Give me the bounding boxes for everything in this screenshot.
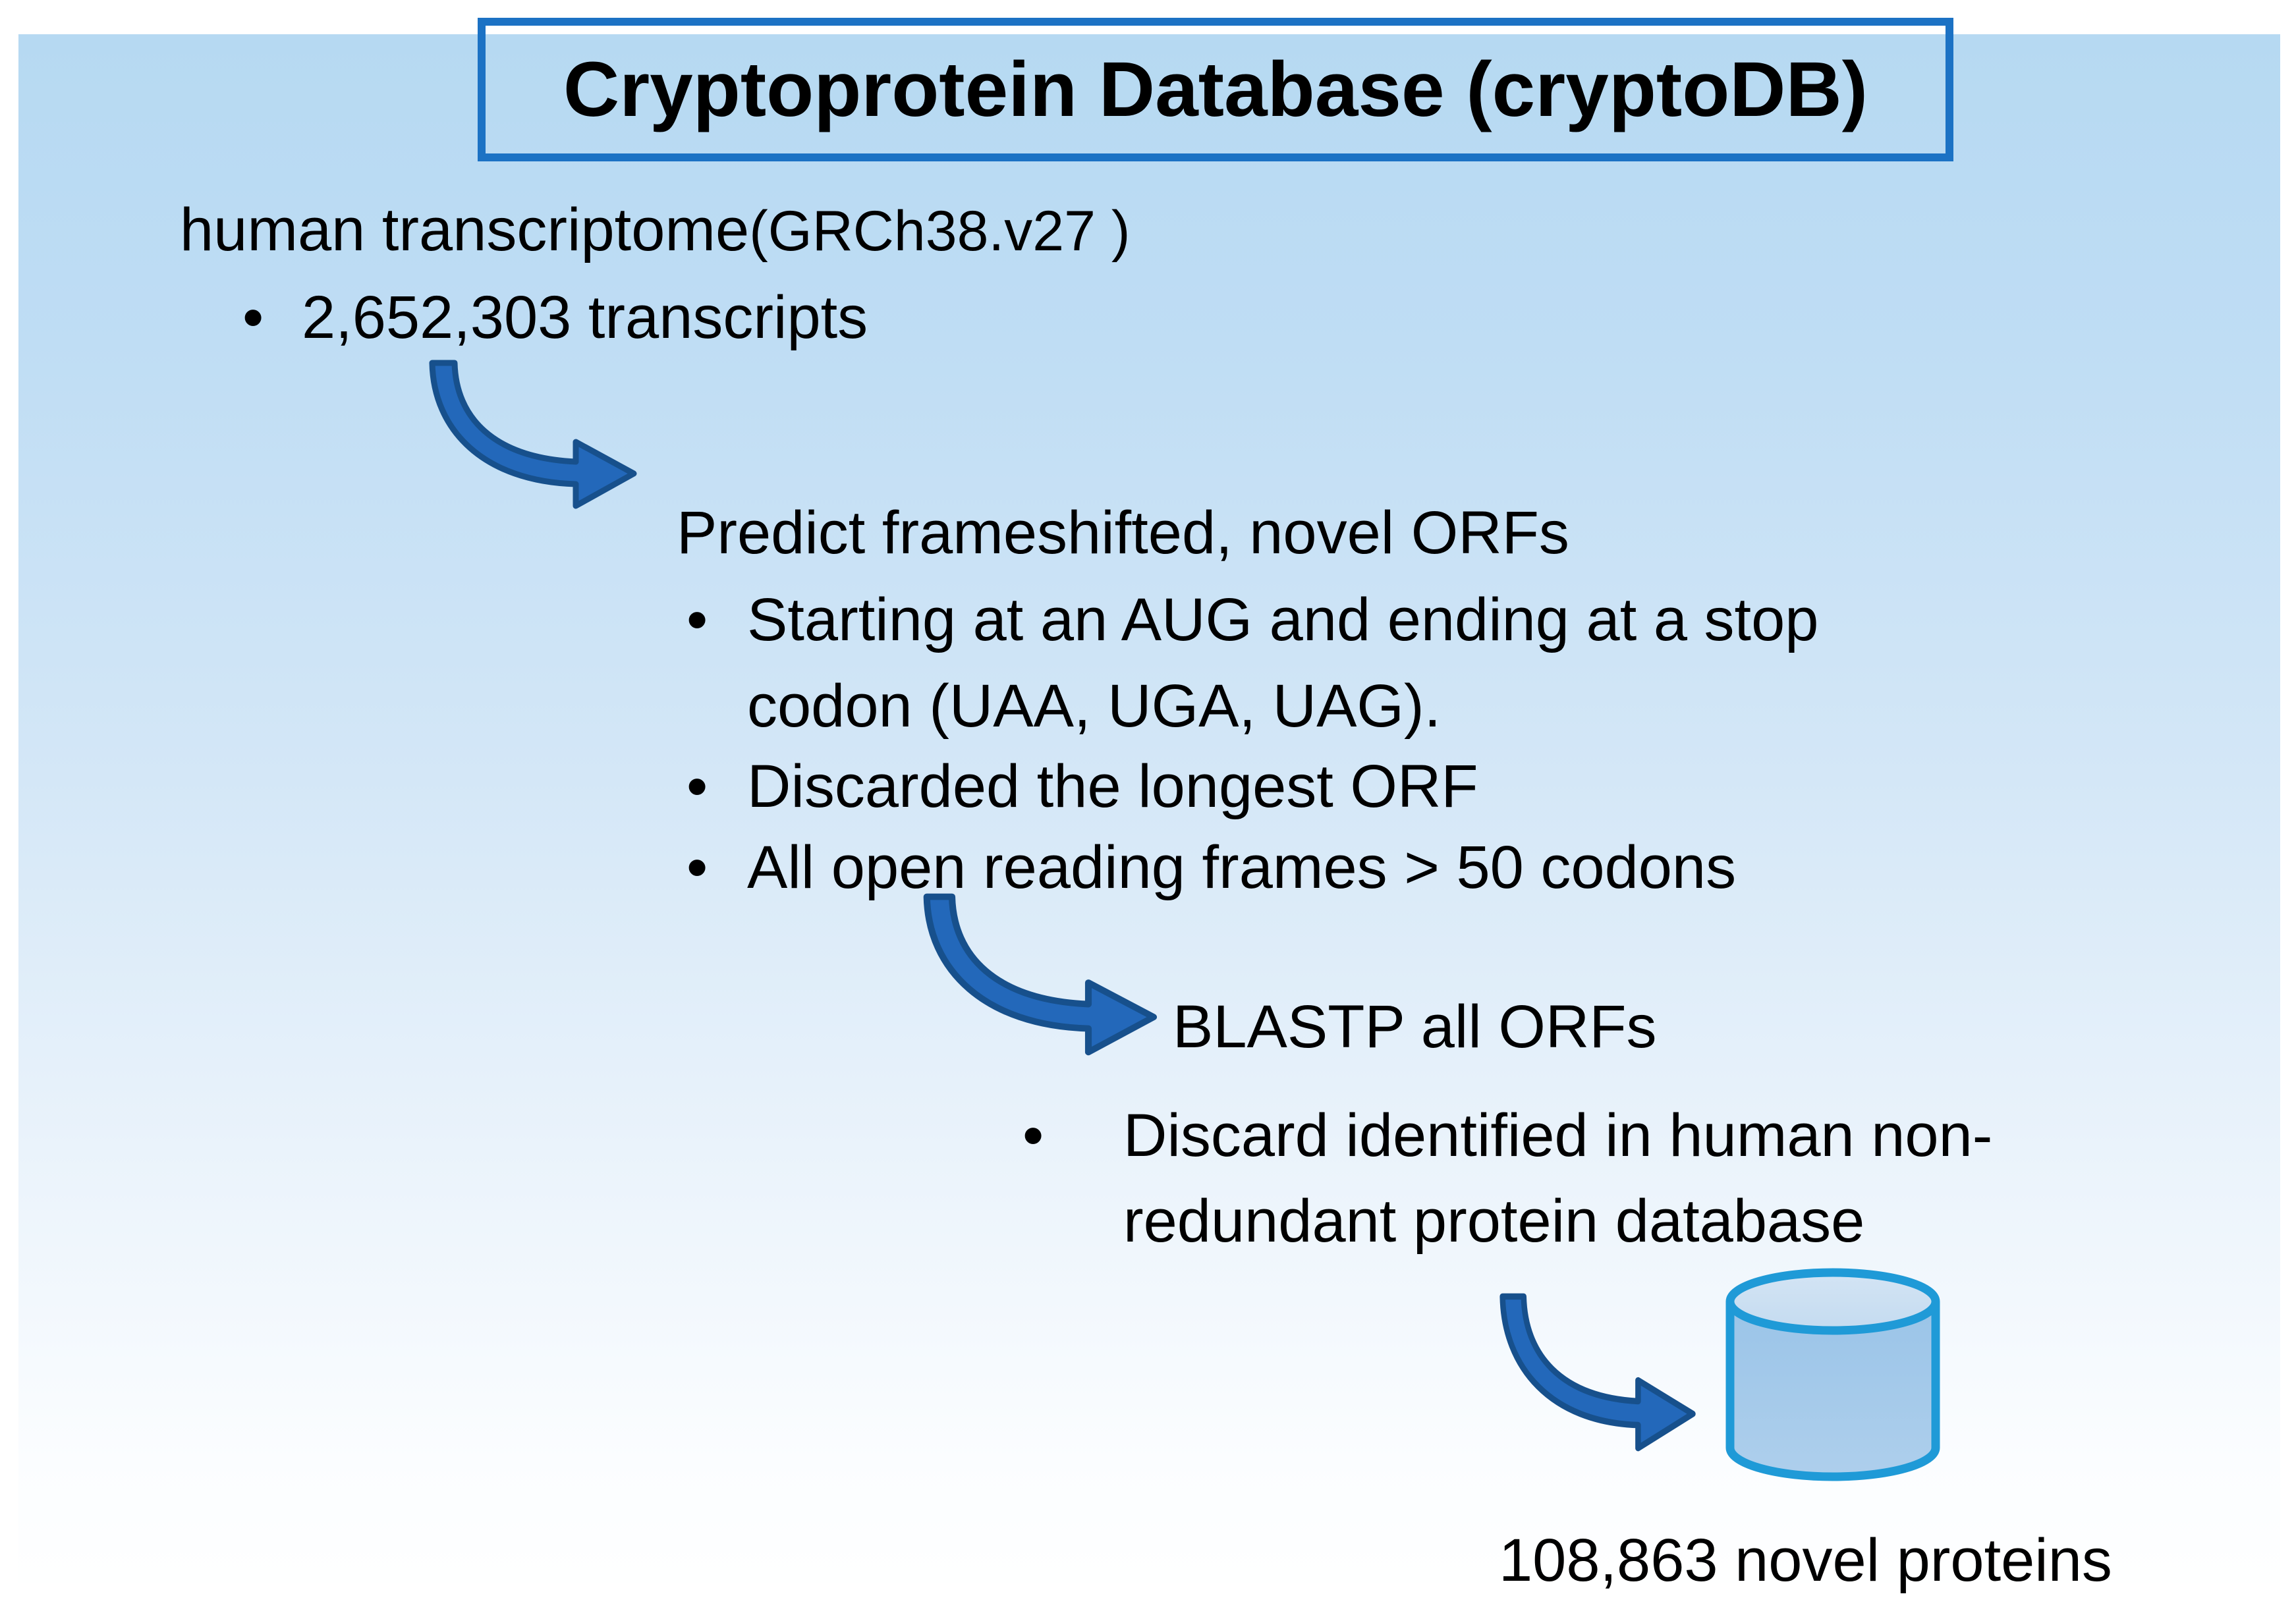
predict-bullet-text: Starting at an AUG and ending at a stop [747,586,1819,653]
predict-bullet-line: • Discarded the longest ORF [686,751,1478,823]
blastp-bullet-text: Discard identified in human non- [1123,1102,1993,1169]
source-heading: human transcriptome (GRCh38.v27 ) [180,194,1131,266]
curved-arrow-icon [923,893,1158,1056]
blastp-heading: BLASTP all ORFs [1173,991,1657,1063]
blastp-bullet-text: redundant protein database [1123,1188,1865,1255]
curved-arrow-icon [429,360,637,509]
database-cylinder-icon [1725,1268,1940,1481]
blastp-bullet-line: • Discard identified in human non- [1022,1100,1992,1172]
blastp-heading-text: BLASTP all ORFs [1173,993,1657,1060]
predict-bullet-line: • All open reading frames > 50 codons [686,832,1736,904]
bullet-dot: • [686,834,708,901]
result-text: 108,863 novel proteins [1499,1527,2112,1594]
bullet-dot: • [686,586,708,653]
bullet-dot: • [1022,1102,1044,1169]
predict-bullet-text: Discarded the longest ORF [747,753,1478,820]
predict-bullet-text: codon (UAA, UGA, UAG). [747,672,1442,740]
bullet-dot: • [686,753,708,820]
source-bullet-text: 2,652,303 transcripts [302,284,868,351]
source-heading-main: human transcriptome [180,196,750,263]
result-text-line: 108,863 novel proteins [1499,1525,2112,1597]
page-title: Cryptoprotein Database (cryptoDB) [563,46,1868,133]
predict-bullet-text: All open reading frames > 50 codons [747,834,1737,901]
bullet-dot: • [242,284,264,351]
predict-heading-text: Predict frameshifted, novel ORFs [677,499,1569,566]
title-box: Cryptoprotein Database (cryptoDB) [478,18,1953,161]
curved-arrow-icon [1499,1293,1696,1452]
source-heading-paren: (GRCh38.v27 ) [749,200,1131,263]
blastp-bullet-line-wrap: redundant protein database [1123,1186,1864,1257]
source-bullet-line: • 2,652,303 transcripts [242,282,868,354]
predict-bullet-line: • Starting at an AUG and ending at a stop [686,584,1818,656]
predict-bullet-line-wrap: codon (UAA, UGA, UAG). [747,671,1441,742]
predict-heading: Predict frameshifted, novel ORFs [677,497,1569,569]
